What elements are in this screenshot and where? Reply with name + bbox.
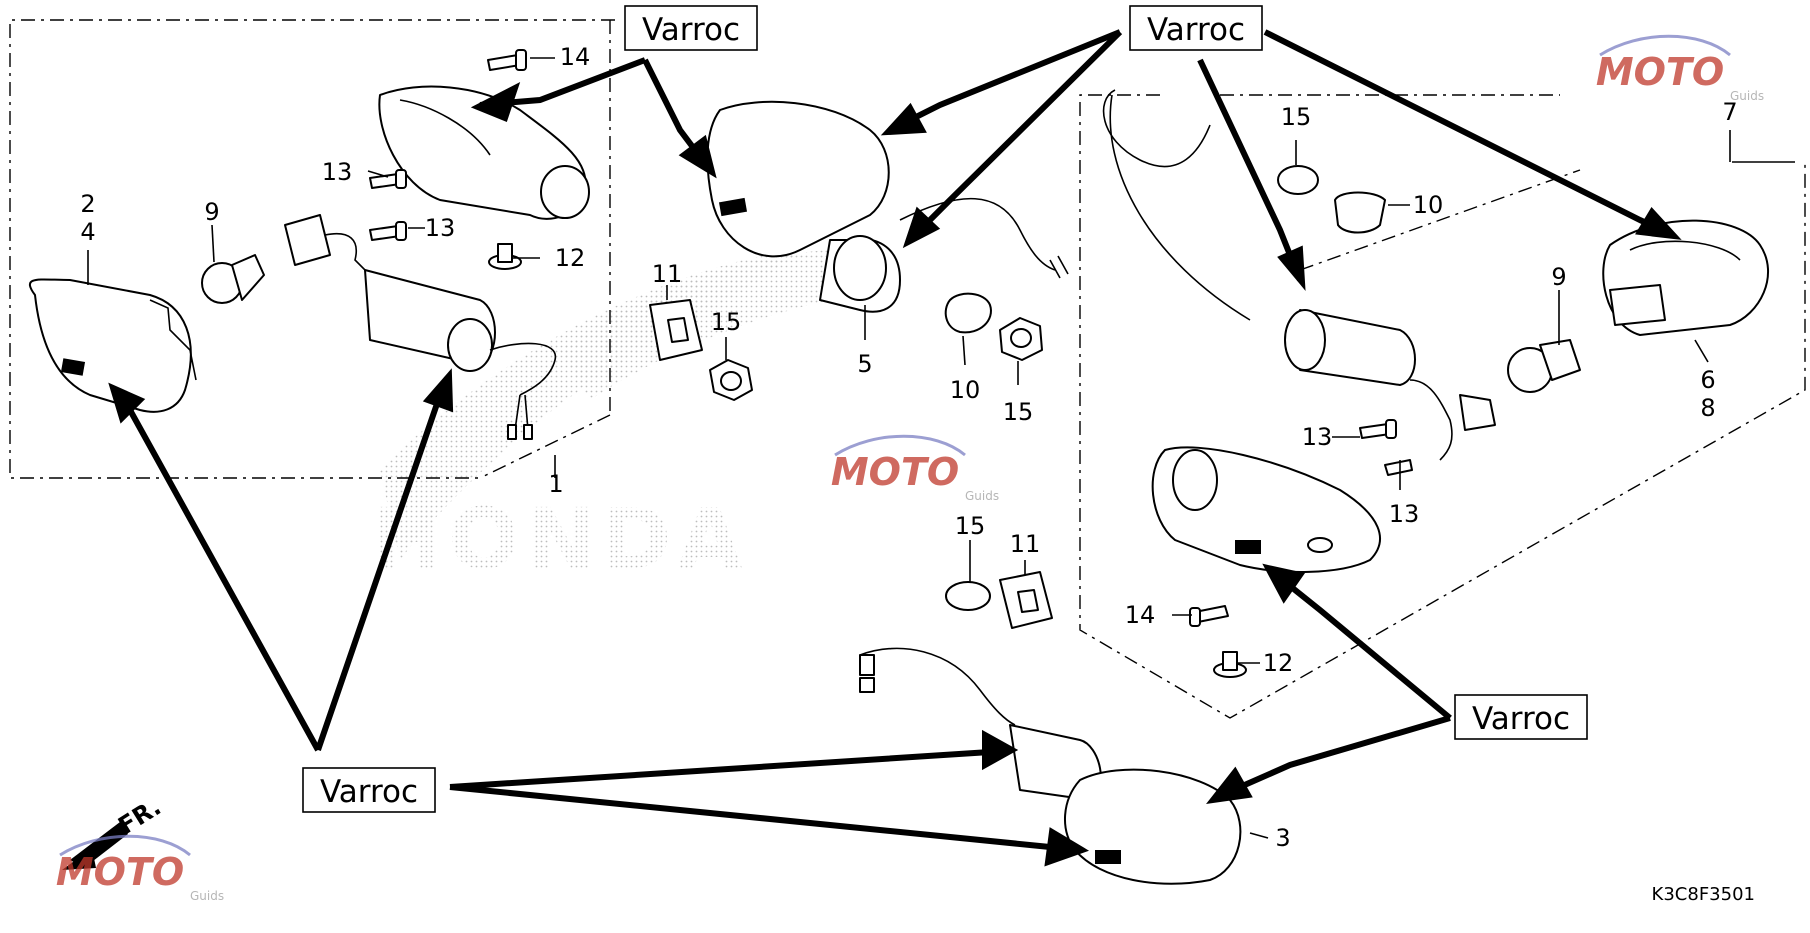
right-small-hardware [1189,165,1413,678]
varroc-label-bottom-right: Varroc [1454,694,1588,740]
part-label-11-lower: 11 [1010,530,1041,558]
part-label-13-left-top: 13 [322,158,353,186]
watermark-subtext: Guids [1730,89,1764,103]
part-label-12-left: 12 [555,244,586,272]
part-label-5: 5 [857,350,872,378]
watermark-center: MOTO Guids [831,434,999,503]
part-label-14-left: 14 [560,43,591,71]
varroc-label-top-right: Varroc [1129,5,1263,51]
left-front-lens [28,278,197,413]
part-label-2: 2 [80,190,95,218]
part-label-15-lower: 15 [955,512,986,540]
part-number-labels: 2 4 9 13 13 14 12 1 11 15 5 10 15 15 10 … [80,43,1737,852]
varroc-text: Varroc [1472,701,1570,737]
watermark-top-right: MOTO Guids [1596,34,1764,103]
part-label-15-right: 15 [1281,103,1312,131]
part-label-9-right: 9 [1551,263,1566,291]
right-front-housing [1151,446,1381,573]
left-bulb [201,254,265,304]
watermark-text: MOTO [1596,50,1724,94]
part-label-1: 1 [548,470,563,498]
part-label-7: 7 [1722,98,1737,126]
part-label-12-right: 12 [1263,649,1294,677]
varroc-pointer-arrows [108,29,1682,867]
part-label-9-left: 9 [204,198,219,226]
part-label-10-right: 10 [1413,191,1444,219]
honda-background-logo: HONDA [372,250,840,588]
part-label-13-right-bottom: 13 [1389,500,1420,528]
watermark-subtext: Guids [190,889,224,903]
right-rear-lens [1602,219,1770,336]
part-label-6: 6 [1700,366,1715,394]
part-label-15-center-right: 15 [1003,398,1034,426]
honda-logo-text: HONDA [372,490,749,588]
lower-gasket-nut [945,571,1053,629]
watermark-text: MOTO [831,450,959,494]
right-socket-harness [1102,89,1496,461]
lower-center-indicator [859,647,1242,885]
center-bracket-nut [944,292,1043,361]
part-label-14-right: 14 [1125,601,1156,629]
part-label-4: 4 [80,218,95,246]
part-label-11-center: 11 [652,260,683,288]
varroc-text: Varroc [320,774,418,810]
center-gasket-nut [649,299,753,401]
part-label-15-center: 15 [711,308,742,336]
watermark-text: MOTO [56,850,184,894]
leader-lines [87,57,1795,839]
varroc-text: Varroc [642,12,740,48]
center-top-indicator [706,100,1069,313]
part-label-13-left-bottom: 13 [425,214,456,242]
part-label-8: 8 [1700,394,1715,422]
right-bulb [1507,339,1581,393]
watermark-bottom-left: MOTO Guids [56,834,224,903]
watermark-subtext: Guids [965,489,999,503]
left-small-hardware [369,49,527,270]
varroc-label-bottom-left: Varroc [302,767,436,813]
part-label-3: 3 [1275,824,1290,852]
part-label-13-right-top: 13 [1302,423,1333,451]
varroc-label-top-left: Varroc [624,5,758,51]
diagram-code: K3C8F3501 [1652,884,1755,905]
varroc-text: Varroc [1147,12,1245,48]
group-boundaries [9,19,1806,719]
part-label-10-center: 10 [950,376,981,404]
left-socket-harness [284,214,557,440]
